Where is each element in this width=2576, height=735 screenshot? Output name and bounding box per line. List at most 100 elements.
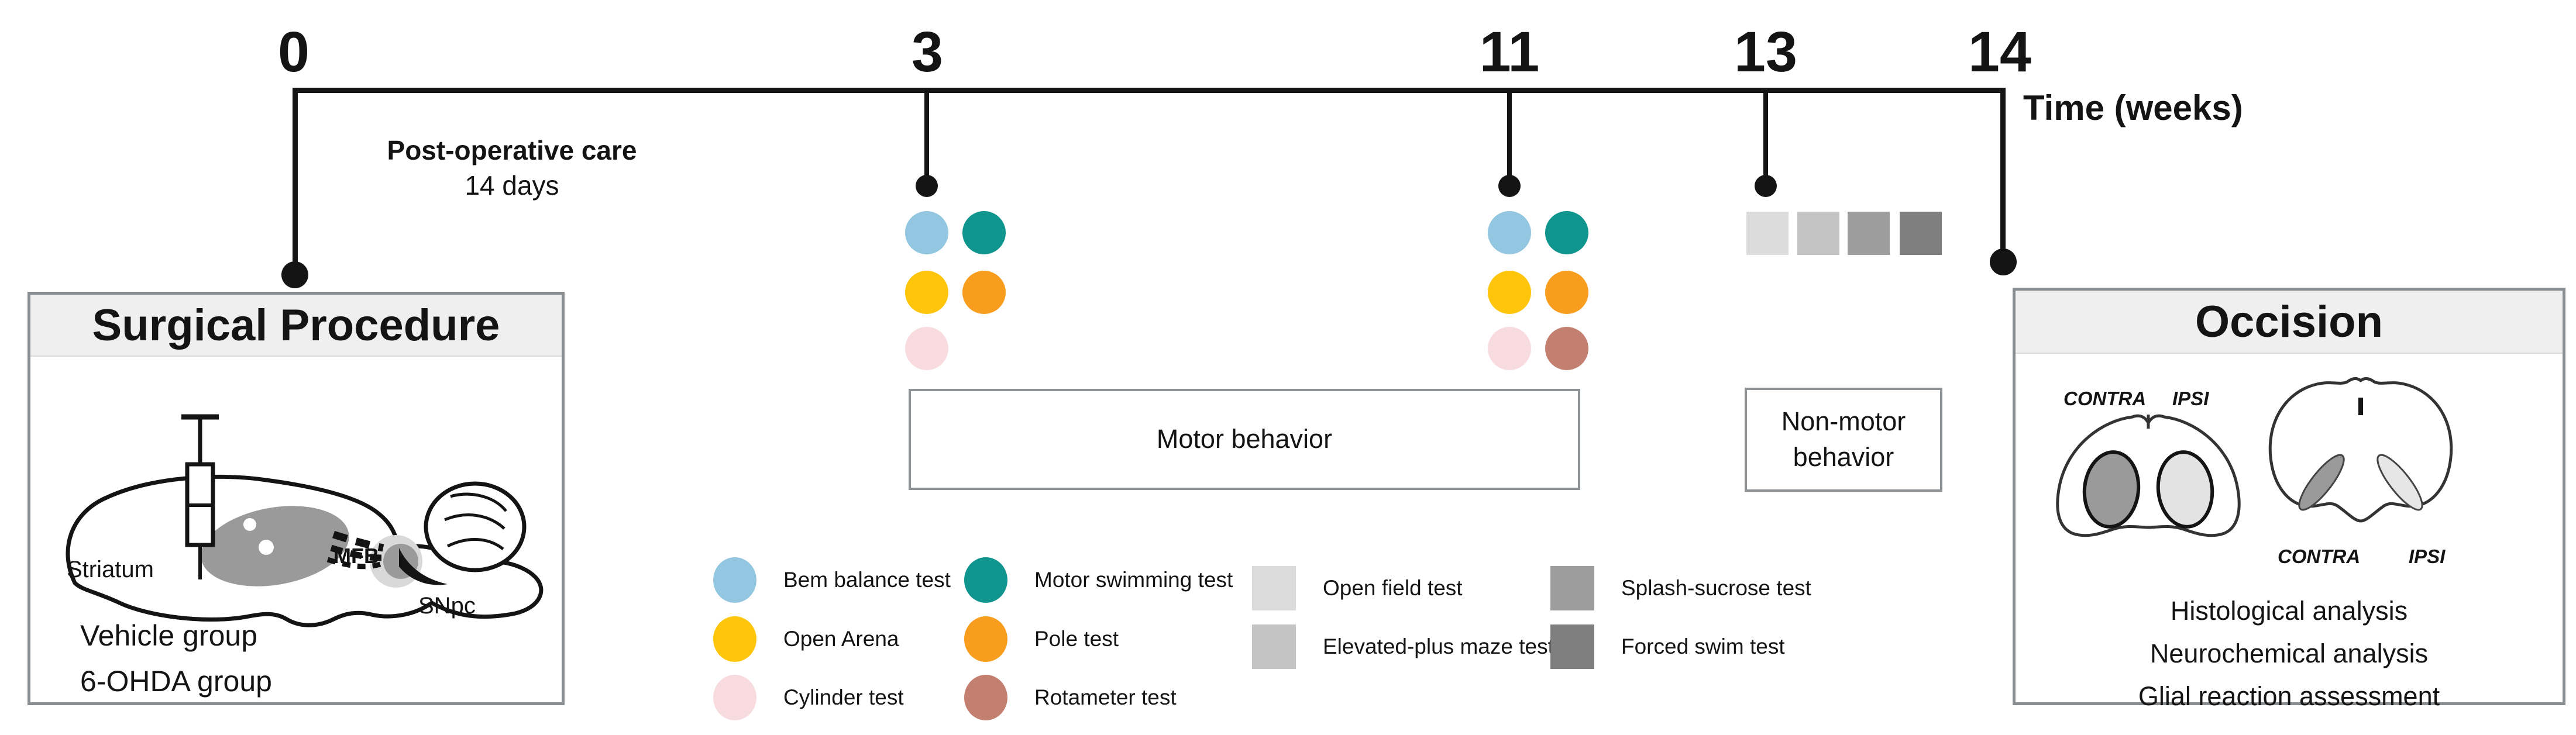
week3-beam-balance-dot	[905, 211, 948, 254]
histological-analysis-label: Histological analysis	[2170, 596, 2408, 626]
elevated-maze-label: Elevated-plus maze test	[1323, 634, 1554, 658]
striatum-highlight-2	[259, 540, 274, 555]
legend-item-pole-test: Pole test	[964, 616, 1119, 662]
week14-drop-line	[2000, 88, 2006, 250]
mfb-dashed-path-3	[326, 557, 381, 570]
pole-test-dot-icon	[964, 616, 1007, 662]
postop-note: Post-operative care 14 days	[325, 133, 699, 203]
occision-panel: Occision CONTRA IPSI CONTRA IPSI Histolo…	[2013, 288, 2565, 711]
mfb-dashed-path-2	[330, 544, 383, 561]
ipsi-sn-band	[2376, 454, 2423, 511]
week13-tick-line	[1763, 92, 1768, 186]
week0-node-dot	[281, 261, 308, 288]
forced-swim-square-icon	[1550, 624, 1594, 669]
occision-panel-title: Occision	[2195, 296, 2383, 347]
open-arena-label: Open Arena	[783, 627, 899, 651]
analysis-list: Histological analysis Neurochemical anal…	[2016, 590, 2563, 718]
mfb-dashed-path-1	[332, 530, 384, 552]
rat-brain-sagittal-drawing	[66, 414, 544, 627]
week-label-0: 0	[278, 20, 309, 84]
open-field-square-icon	[1252, 566, 1296, 610]
timeline-axis	[295, 88, 2006, 93]
week-label-3: 3	[912, 20, 943, 84]
week-label-14: 14	[1968, 20, 2031, 84]
week-label-11: 11	[1479, 20, 1540, 84]
cerebellum-fold-3	[446, 538, 504, 550]
week13-open-field-square	[1746, 212, 1789, 255]
glial-reaction-label: Glial reaction assessment	[2138, 681, 2440, 711]
week11-cylinder-test-dot	[1488, 327, 1531, 370]
mfb-label: MFB	[333, 544, 379, 568]
snpc-label: SNpc	[418, 593, 476, 619]
ipsi-label-midbrain: IPSI	[2409, 546, 2446, 567]
week3-pole-test-dot	[962, 271, 1006, 314]
legend-item-open-field: Open field test	[1252, 565, 1463, 611]
week-label-13: 13	[1734, 20, 1797, 84]
nonmotor-line1: Non-motor	[1781, 406, 1906, 437]
vehicle-group-label: Vehicle group	[80, 619, 258, 652]
week11-motor-swimming-dot	[1545, 211, 1588, 254]
beam-balance-dot-icon	[713, 557, 756, 603]
surgical-procedure-panel: Surgical Procedure Striatum MFB SNpc	[27, 292, 565, 705]
neurochemical-analysis-label: Neurochemical analysis	[2149, 638, 2429, 668]
contra-sn-band	[2298, 454, 2345, 511]
elevated-maze-square-icon	[1252, 624, 1296, 669]
week14-node-dot	[1990, 249, 2017, 275]
group-list: Vehicle group 6-OHDA group	[80, 613, 272, 704]
striatum-region	[201, 506, 349, 586]
forced-swim-label: Forced swim test	[1621, 634, 1785, 658]
week3-cylinder-test-dot	[905, 327, 948, 370]
week3-tick-dot	[916, 175, 938, 197]
coronal-section-striatum-drawing	[2056, 414, 2241, 537]
coronal-section-midbrain-drawing	[2268, 377, 2453, 523]
legend-item-forced-swim: Forced swim test	[1550, 624, 1785, 670]
week3-motor-swimming-dot	[962, 211, 1006, 254]
pole-test-label: Pole test	[1034, 627, 1119, 651]
striatum-label: Striatum	[67, 557, 154, 582]
cerebellum-fold-2	[444, 513, 505, 530]
week11-tick-dot	[1498, 175, 1521, 197]
legend-item-elevated-maze: Elevated-plus maze test	[1252, 624, 1554, 670]
open-field-label: Open field test	[1323, 576, 1463, 600]
ipsi-striatum-shape	[2156, 450, 2214, 529]
cerebellum-outline	[424, 481, 527, 572]
week11-rotameter-test-dot	[1545, 327, 1588, 370]
striatum-highlight-1	[243, 518, 256, 531]
postop-title: Post-operative care	[387, 135, 637, 165]
week11-tick-line	[1507, 92, 1512, 186]
contra-label-striatum: CONTRA	[2063, 388, 2147, 409]
nonmotor-behavior-box: Non-motor behavior	[1745, 388, 1942, 492]
surgical-panel-header: Surgical Procedure	[30, 295, 562, 357]
legend-item-motor-swimming: Motor swimming test	[964, 557, 1233, 603]
occision-panel-header: Occision	[2016, 291, 2563, 354]
week13-forced-swim-square	[1900, 212, 1942, 255]
ipsi-label-striatum: IPSI	[2172, 388, 2209, 409]
legend-item-cylinder: Cylinder test	[713, 675, 904, 720]
motor-swimming-label: Motor swimming test	[1034, 568, 1233, 592]
legend-item-beam-balance: Bem balance test	[713, 557, 951, 603]
splash-sucrose-label: Splash-sucrose test	[1621, 576, 1811, 600]
legend-item-open-arena: Open Arena	[713, 616, 899, 662]
contra-label-midbrain: CONTRA	[2278, 546, 2361, 567]
week11-pole-test-dot	[1545, 271, 1588, 314]
week13-splash-sucrose-square	[1848, 212, 1890, 255]
week11-open-arena-dot	[1488, 271, 1531, 314]
week13-elevated-maze-square	[1797, 212, 1839, 255]
open-arena-dot-icon	[713, 616, 756, 662]
cylinder-label: Cylinder test	[783, 685, 904, 709]
cylinder-dot-icon	[713, 675, 756, 720]
coronal-outline	[2056, 414, 2241, 537]
week11-beam-balance-dot	[1488, 211, 1531, 254]
week3-tick-line	[924, 92, 929, 186]
week3-open-arena-dot	[905, 271, 948, 314]
week0-drop-line	[293, 88, 298, 263]
nonmotor-behavior-label: Non-motor behavior	[1781, 404, 1906, 475]
cerebellum-fold-1	[450, 492, 507, 512]
motor-swimming-dot-icon	[964, 557, 1007, 603]
motor-behavior-label: Motor behavior	[1156, 424, 1333, 454]
postop-days: 14 days	[465, 170, 559, 201]
beam-balance-label: Bem balance test	[783, 568, 951, 592]
rotameter-dot-icon	[964, 675, 1007, 720]
rotameter-label: Rotameter test	[1034, 685, 1177, 709]
